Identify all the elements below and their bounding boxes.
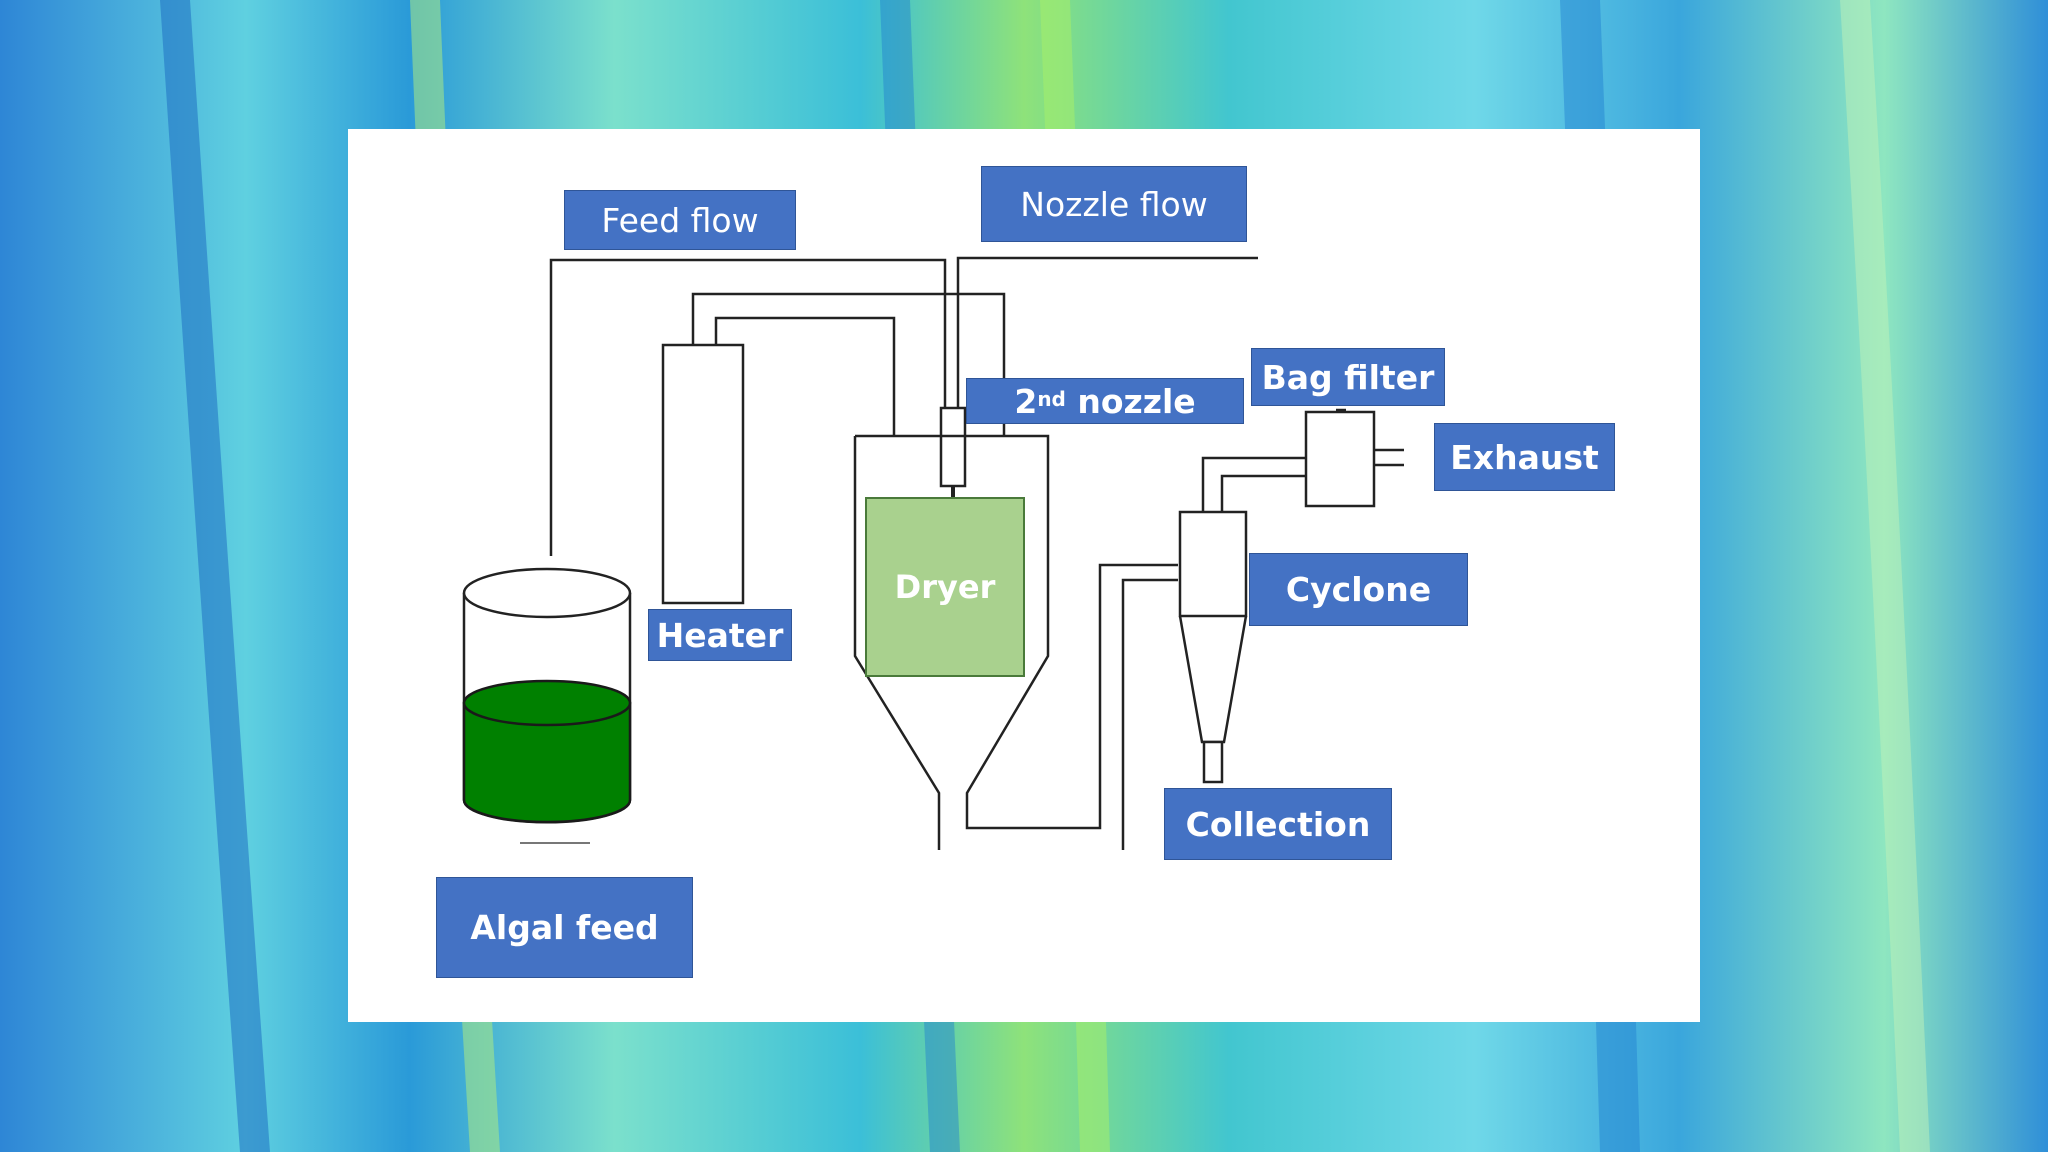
exhaust-label: Exhaust [1434, 423, 1615, 491]
heater-outlet-line [714, 316, 896, 436]
nozzle-body [939, 406, 967, 488]
cyclone-cone [1178, 615, 1248, 744]
bag-filter-label: Bag filter [1251, 348, 1445, 406]
second-nozzle-suffix: nd [1037, 387, 1066, 411]
nozzle-flow-line [956, 256, 1258, 408]
feed-flow-line [549, 258, 947, 556]
dryer-box [865, 497, 1025, 677]
dryer-label: Dryer [894, 568, 996, 606]
algal-feed-beaker [462, 567, 632, 844]
collection-label: Collection [1164, 788, 1392, 860]
heater-inlet-line [691, 292, 1006, 436]
algal-feed-label: Algal feed [436, 877, 693, 978]
collection-tube [1202, 740, 1224, 784]
feed-flow-label: Feed flow [564, 190, 796, 250]
heater-column [661, 343, 745, 605]
cyclone-label: Cyclone [1249, 553, 1468, 626]
dryer-chamber [855, 434, 1178, 830]
second-nozzle-text: nozzle [1065, 381, 1196, 421]
heater-label: Heater [648, 609, 792, 661]
nozzle-flow-label: Nozzle flow [981, 166, 1247, 242]
cyclone-body [1178, 510, 1248, 618]
second-nozzle-number: 2 [1014, 381, 1038, 421]
bag-filter-box [1304, 410, 1376, 508]
